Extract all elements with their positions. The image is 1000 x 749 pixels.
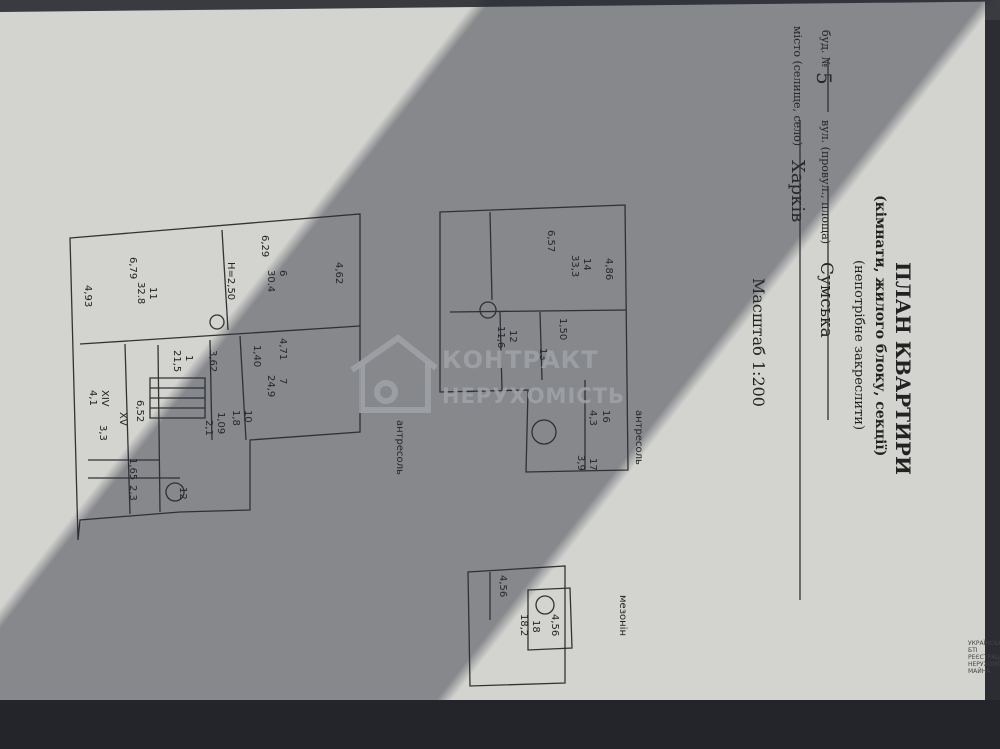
- label-room-10-area: 1,8: [230, 410, 241, 426]
- watermark-line2: НЕРУХОМІСТЬ: [442, 384, 625, 408]
- label-d165: 1,65: [127, 458, 138, 480]
- label-x41: 4,1: [87, 390, 98, 406]
- label-d652: 6,52: [134, 400, 145, 422]
- label-d493: 4,93: [82, 285, 93, 307]
- watermark-line1: КОНТРАКТ: [442, 346, 599, 374]
- label-room-10: 10: [242, 410, 253, 423]
- label-a14: 14: [581, 258, 592, 271]
- label-d471: 4,71: [277, 338, 288, 360]
- label-antresol-2: антресоль: [633, 410, 644, 465]
- label-a657: 6,57: [545, 230, 556, 252]
- label-height: H=2,50: [225, 262, 236, 300]
- label-m456: 4,56: [497, 575, 508, 597]
- label-room-7: 7: [277, 378, 288, 384]
- label-x33: 3,3: [97, 425, 108, 441]
- label-a13: 13: [537, 348, 548, 361]
- label-xiv: XIV: [99, 390, 110, 407]
- label-a16: 16: [600, 410, 611, 423]
- label-a17: 17: [587, 458, 598, 471]
- label-m18: 18: [530, 620, 541, 633]
- label-room-7-area: 24,9: [265, 375, 276, 397]
- label-a150: 1,50: [557, 318, 568, 340]
- label-mezzanine: мезонін: [617, 595, 629, 636]
- label-x23: 2,3: [127, 485, 138, 501]
- corner-stamp: УКРАЇНСЬКЕ БТІ РЕЄСТРАЦІЇ НЕРУХОМОГО МАЙ…: [968, 640, 1000, 675]
- label-room-11: 11: [147, 287, 158, 300]
- label-a486: 4,86: [603, 258, 614, 280]
- label-a14-area: 33,3: [569, 255, 580, 277]
- label-a43: 4,3: [587, 410, 598, 426]
- label-circle-12: 12: [177, 487, 188, 500]
- label-d462: 4,62: [333, 262, 344, 284]
- label-d629: 6,29: [259, 235, 270, 257]
- desk-background-bottom: [0, 700, 1000, 749]
- label-d21: 2,1: [203, 420, 214, 436]
- label-room-1-area: 21,5: [171, 350, 182, 372]
- house-key-icon: [350, 334, 438, 413]
- label-m18-area: 18,2: [518, 614, 529, 636]
- label-room-1: 1: [183, 355, 194, 361]
- label-antresol: антресоль: [394, 420, 405, 475]
- label-room-11-area: 32.8: [135, 282, 146, 304]
- label-a12: 12: [507, 330, 518, 343]
- label-room-6-area: 30.4: [265, 270, 276, 292]
- label-d679: 6,79: [127, 257, 138, 279]
- label-d362: 3,62: [207, 350, 218, 372]
- label-d109: 1,09: [215, 412, 226, 434]
- label-d140: 1,40: [251, 345, 262, 367]
- label-a39: 3,9: [575, 455, 586, 471]
- label-xv: XV: [117, 412, 128, 426]
- label-m456b: 4,56: [549, 614, 560, 636]
- label-room-6: 6: [277, 270, 288, 276]
- label-a12-area: 11,6: [495, 326, 506, 348]
